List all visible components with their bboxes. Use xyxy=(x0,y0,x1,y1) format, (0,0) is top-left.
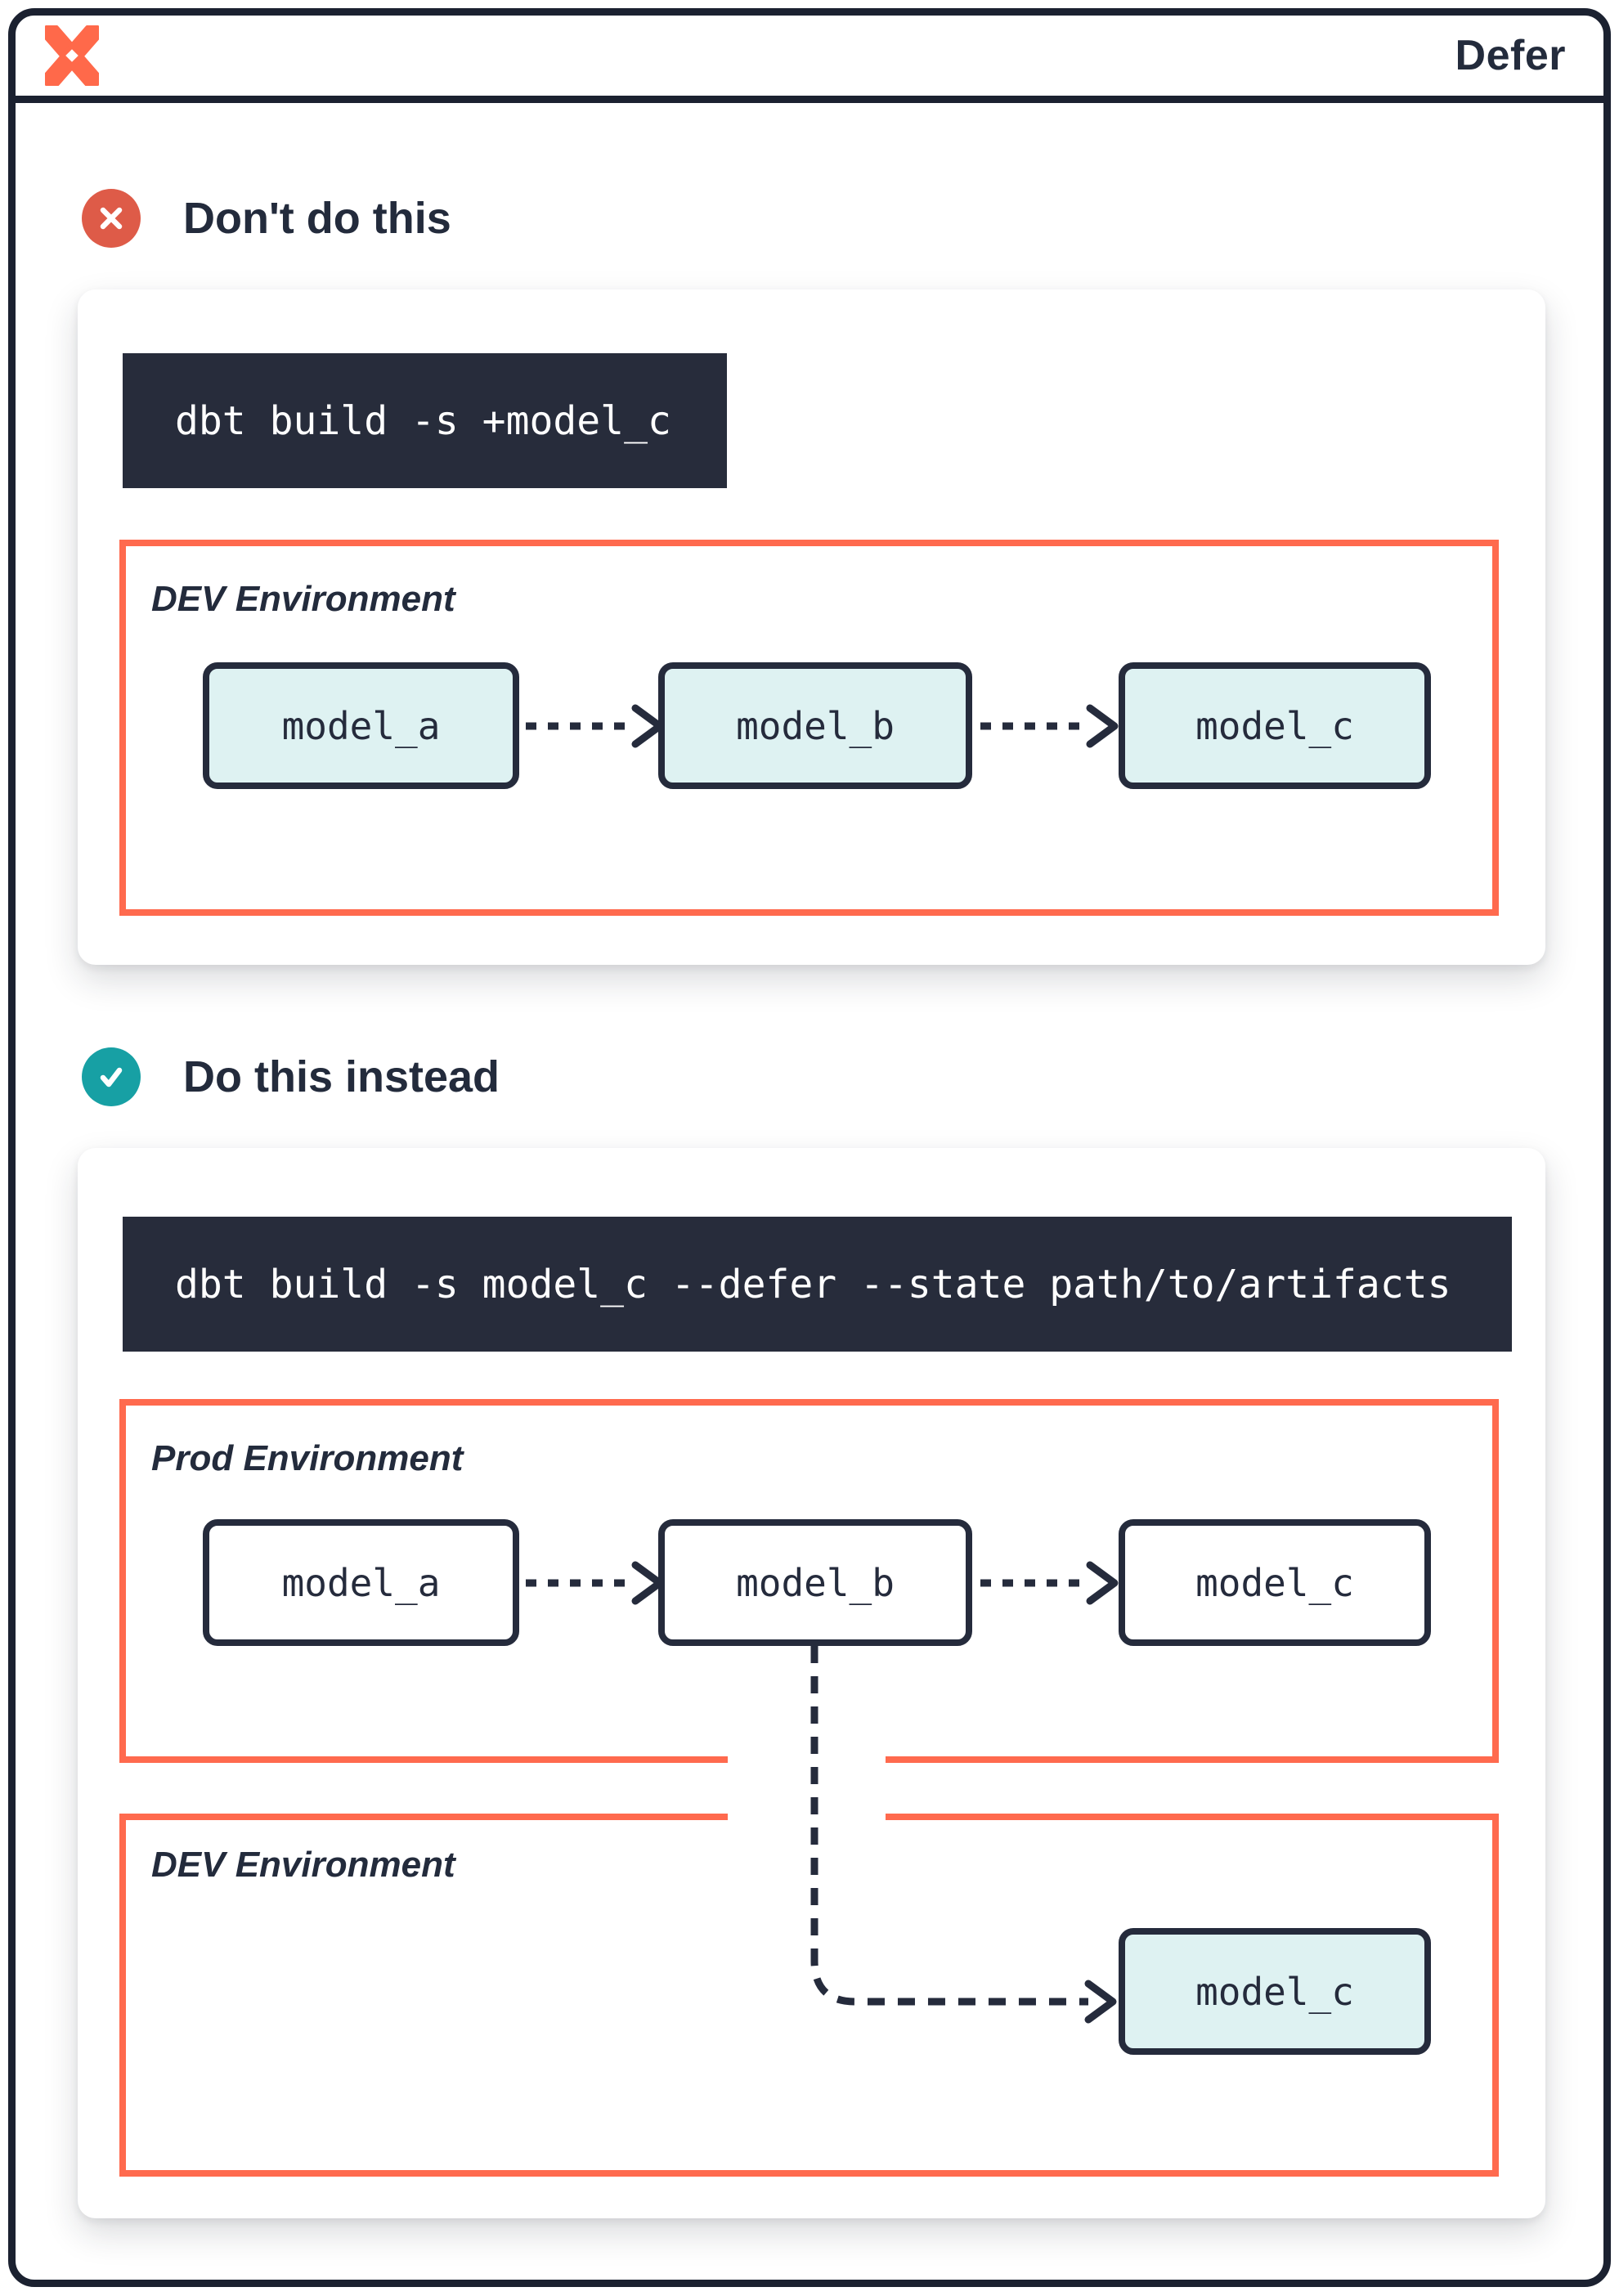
check-circle-icon xyxy=(82,1047,141,1106)
model-node-c: model_c xyxy=(1119,1519,1431,1646)
model-node-b: model_b xyxy=(658,662,972,789)
model-name: model_a xyxy=(281,703,441,748)
dependency-arrow-icon xyxy=(526,1561,664,1605)
dependency-arrow-icon xyxy=(526,704,664,748)
section-heading-text: Don't do this xyxy=(183,194,451,243)
code-text: dbt build -s +model_c xyxy=(175,397,671,444)
code-block-dont: dbt build -s +model_c xyxy=(123,353,727,488)
code-text: dbt build -s model_c --defer --state pat… xyxy=(175,1261,1451,1307)
model-node-c: model_c xyxy=(1119,662,1431,789)
dbt-logo-icon xyxy=(45,25,99,86)
page-title: Defer xyxy=(1455,32,1566,79)
environment-label: DEV Environment xyxy=(151,1845,455,1885)
model-node-a: model_a xyxy=(203,662,519,789)
border-gap xyxy=(728,1756,886,1763)
model-name: model_a xyxy=(281,1560,441,1605)
code-block-do: dbt build -s model_c --defer --state pat… xyxy=(123,1217,1512,1352)
model-name: model_c xyxy=(1195,1969,1354,2014)
model-name: model_c xyxy=(1195,703,1354,748)
do-card: dbt build -s model_c --defer --state pat… xyxy=(78,1148,1545,2218)
prod-environment-box: Prod Environment model_a model_b model_c xyxy=(119,1399,1499,1763)
dont-card: dbt build -s +model_c DEV Environment mo… xyxy=(78,289,1545,965)
model-name: model_b xyxy=(736,1560,895,1605)
border-gap xyxy=(728,1814,886,1820)
model-name: model_b xyxy=(736,703,895,748)
model-node-c-dev: model_c xyxy=(1119,1928,1431,2055)
dev-environment-box: DEV Environment model_a model_b model_c xyxy=(119,540,1499,916)
section-do-heading: Do this instead xyxy=(82,1047,500,1106)
model-node-b: model_b xyxy=(658,1519,972,1646)
model-name: model_c xyxy=(1195,1560,1354,1605)
dev-environment-box: DEV Environment model_c xyxy=(119,1814,1499,2177)
section-heading-text: Do this instead xyxy=(183,1052,500,1101)
model-node-a: model_a xyxy=(203,1519,519,1646)
x-circle-icon xyxy=(82,189,141,248)
environment-label: DEV Environment xyxy=(151,579,455,619)
top-bar: Defer xyxy=(16,16,1603,96)
section-dont-heading: Don't do this xyxy=(82,189,451,248)
topbar-divider xyxy=(11,96,1608,103)
environment-label: Prod Environment xyxy=(151,1438,464,1478)
dependency-arrow-icon xyxy=(980,1561,1119,1605)
dependency-arrow-icon xyxy=(980,704,1119,748)
